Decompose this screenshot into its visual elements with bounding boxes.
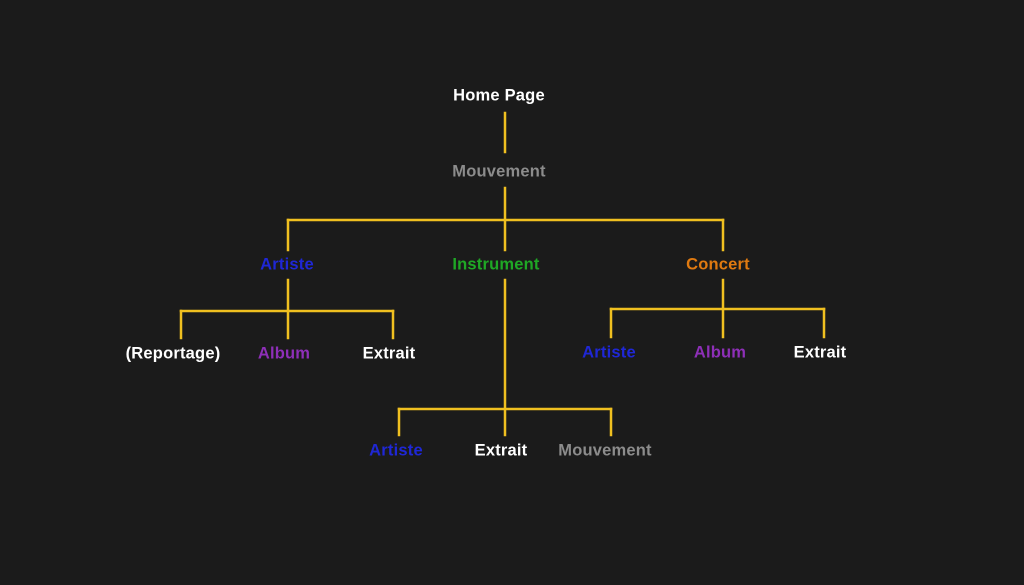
node-mouvement: Mouvement: [452, 162, 546, 181]
connector-lines: [179, 111, 826, 437]
node-instrument: Instrument: [452, 255, 540, 274]
node-concert-artiste: Artiste: [582, 343, 636, 362]
node-instrument-mouvement: Mouvement: [558, 441, 652, 460]
node-artiste-extrait: Extrait: [362, 344, 416, 363]
node-artiste-album: Album: [257, 344, 311, 363]
node-instrument-extrait: Extrait: [474, 441, 528, 460]
node-instrument-artiste: Artiste: [369, 441, 423, 460]
node-artiste: Artiste: [260, 255, 314, 274]
node-artiste-reportage: (Reportage): [125, 344, 221, 363]
node-concert: Concert: [686, 255, 750, 274]
node-concert-extrait: Extrait: [793, 343, 847, 362]
node-concert-album: Album: [693, 343, 747, 362]
node-home-page: Home Page: [453, 86, 545, 105]
